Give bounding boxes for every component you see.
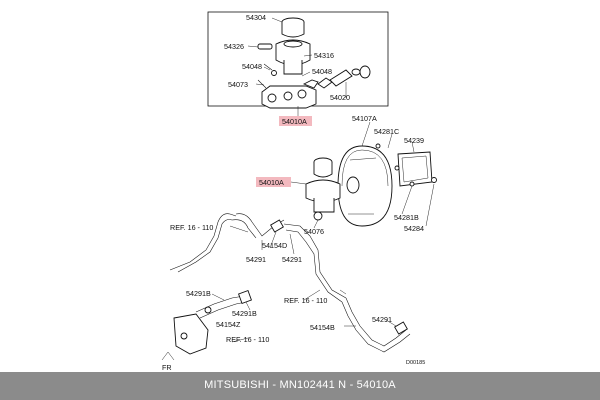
- highlight-54010a-mid: [256, 177, 291, 187]
- label-54154b: 54154B: [310, 323, 335, 332]
- highlight-54010a-top: [279, 116, 312, 126]
- hose-54154b: [345, 297, 407, 347]
- label-54284: 54284: [404, 224, 424, 233]
- label-54291: 54291: [282, 255, 302, 264]
- label-54073: 54073: [228, 80, 248, 89]
- label-fr: FR: [162, 363, 172, 372]
- front-arrow: [161, 351, 175, 361]
- label-ref-16-110: REF. 16 - 110: [170, 223, 213, 232]
- part-number-footer: MITSUBISHI - MN102441 N - 54010A: [0, 372, 600, 400]
- label-54291b: 54291B: [232, 309, 257, 318]
- label-54239: 54239: [404, 136, 424, 145]
- label-54281c: 54281C: [374, 127, 399, 136]
- label-54326: 54326: [224, 42, 244, 51]
- label-54291b: 54291B: [186, 289, 211, 298]
- check-valve-54154z: [173, 313, 209, 355]
- diagram-code: D00185: [406, 360, 425, 366]
- label-54281b: 54281B: [394, 213, 419, 222]
- label-54010a-mid: 54010A: [259, 178, 284, 187]
- label-ref-16-110: REF. 16 - 110: [226, 335, 269, 344]
- clip-54326: [257, 43, 273, 50]
- pin-54048: [263, 63, 273, 71]
- label-ref-16-110: REF. 16 - 110: [284, 296, 327, 305]
- label-54107a: 54107A: [352, 114, 377, 123]
- label-54154d: 54154D: [262, 241, 287, 250]
- label-54048: 54048: [242, 62, 262, 71]
- label-54291: 54291: [372, 315, 392, 324]
- master-cylinder-inset: [261, 79, 319, 109]
- label-54076: 54076: [304, 227, 324, 236]
- label-54154z: 54154Z: [216, 320, 241, 329]
- label-54010a-top: 54010A: [282, 117, 307, 126]
- piston-set-54020: [317, 65, 371, 89]
- hose-lower-left: [195, 295, 245, 313]
- hose-upper-left: [169, 213, 237, 271]
- master-cylinder-main: [305, 157, 341, 221]
- label-54291: 54291: [246, 255, 266, 264]
- label-54048: 54048: [312, 67, 332, 76]
- parts-diagram: 54304 54326 54316 54048 54048 54073 5402…: [161, 11, 437, 372]
- footer-text: MITSUBISHI - MN102441 N - 54010A: [204, 379, 396, 391]
- label-54020: 54020: [330, 93, 350, 102]
- label-54304: 54304: [246, 13, 266, 22]
- reservoir-inset: [275, 17, 311, 75]
- label-54316: 54316: [314, 51, 334, 60]
- brake-booster: [337, 143, 393, 227]
